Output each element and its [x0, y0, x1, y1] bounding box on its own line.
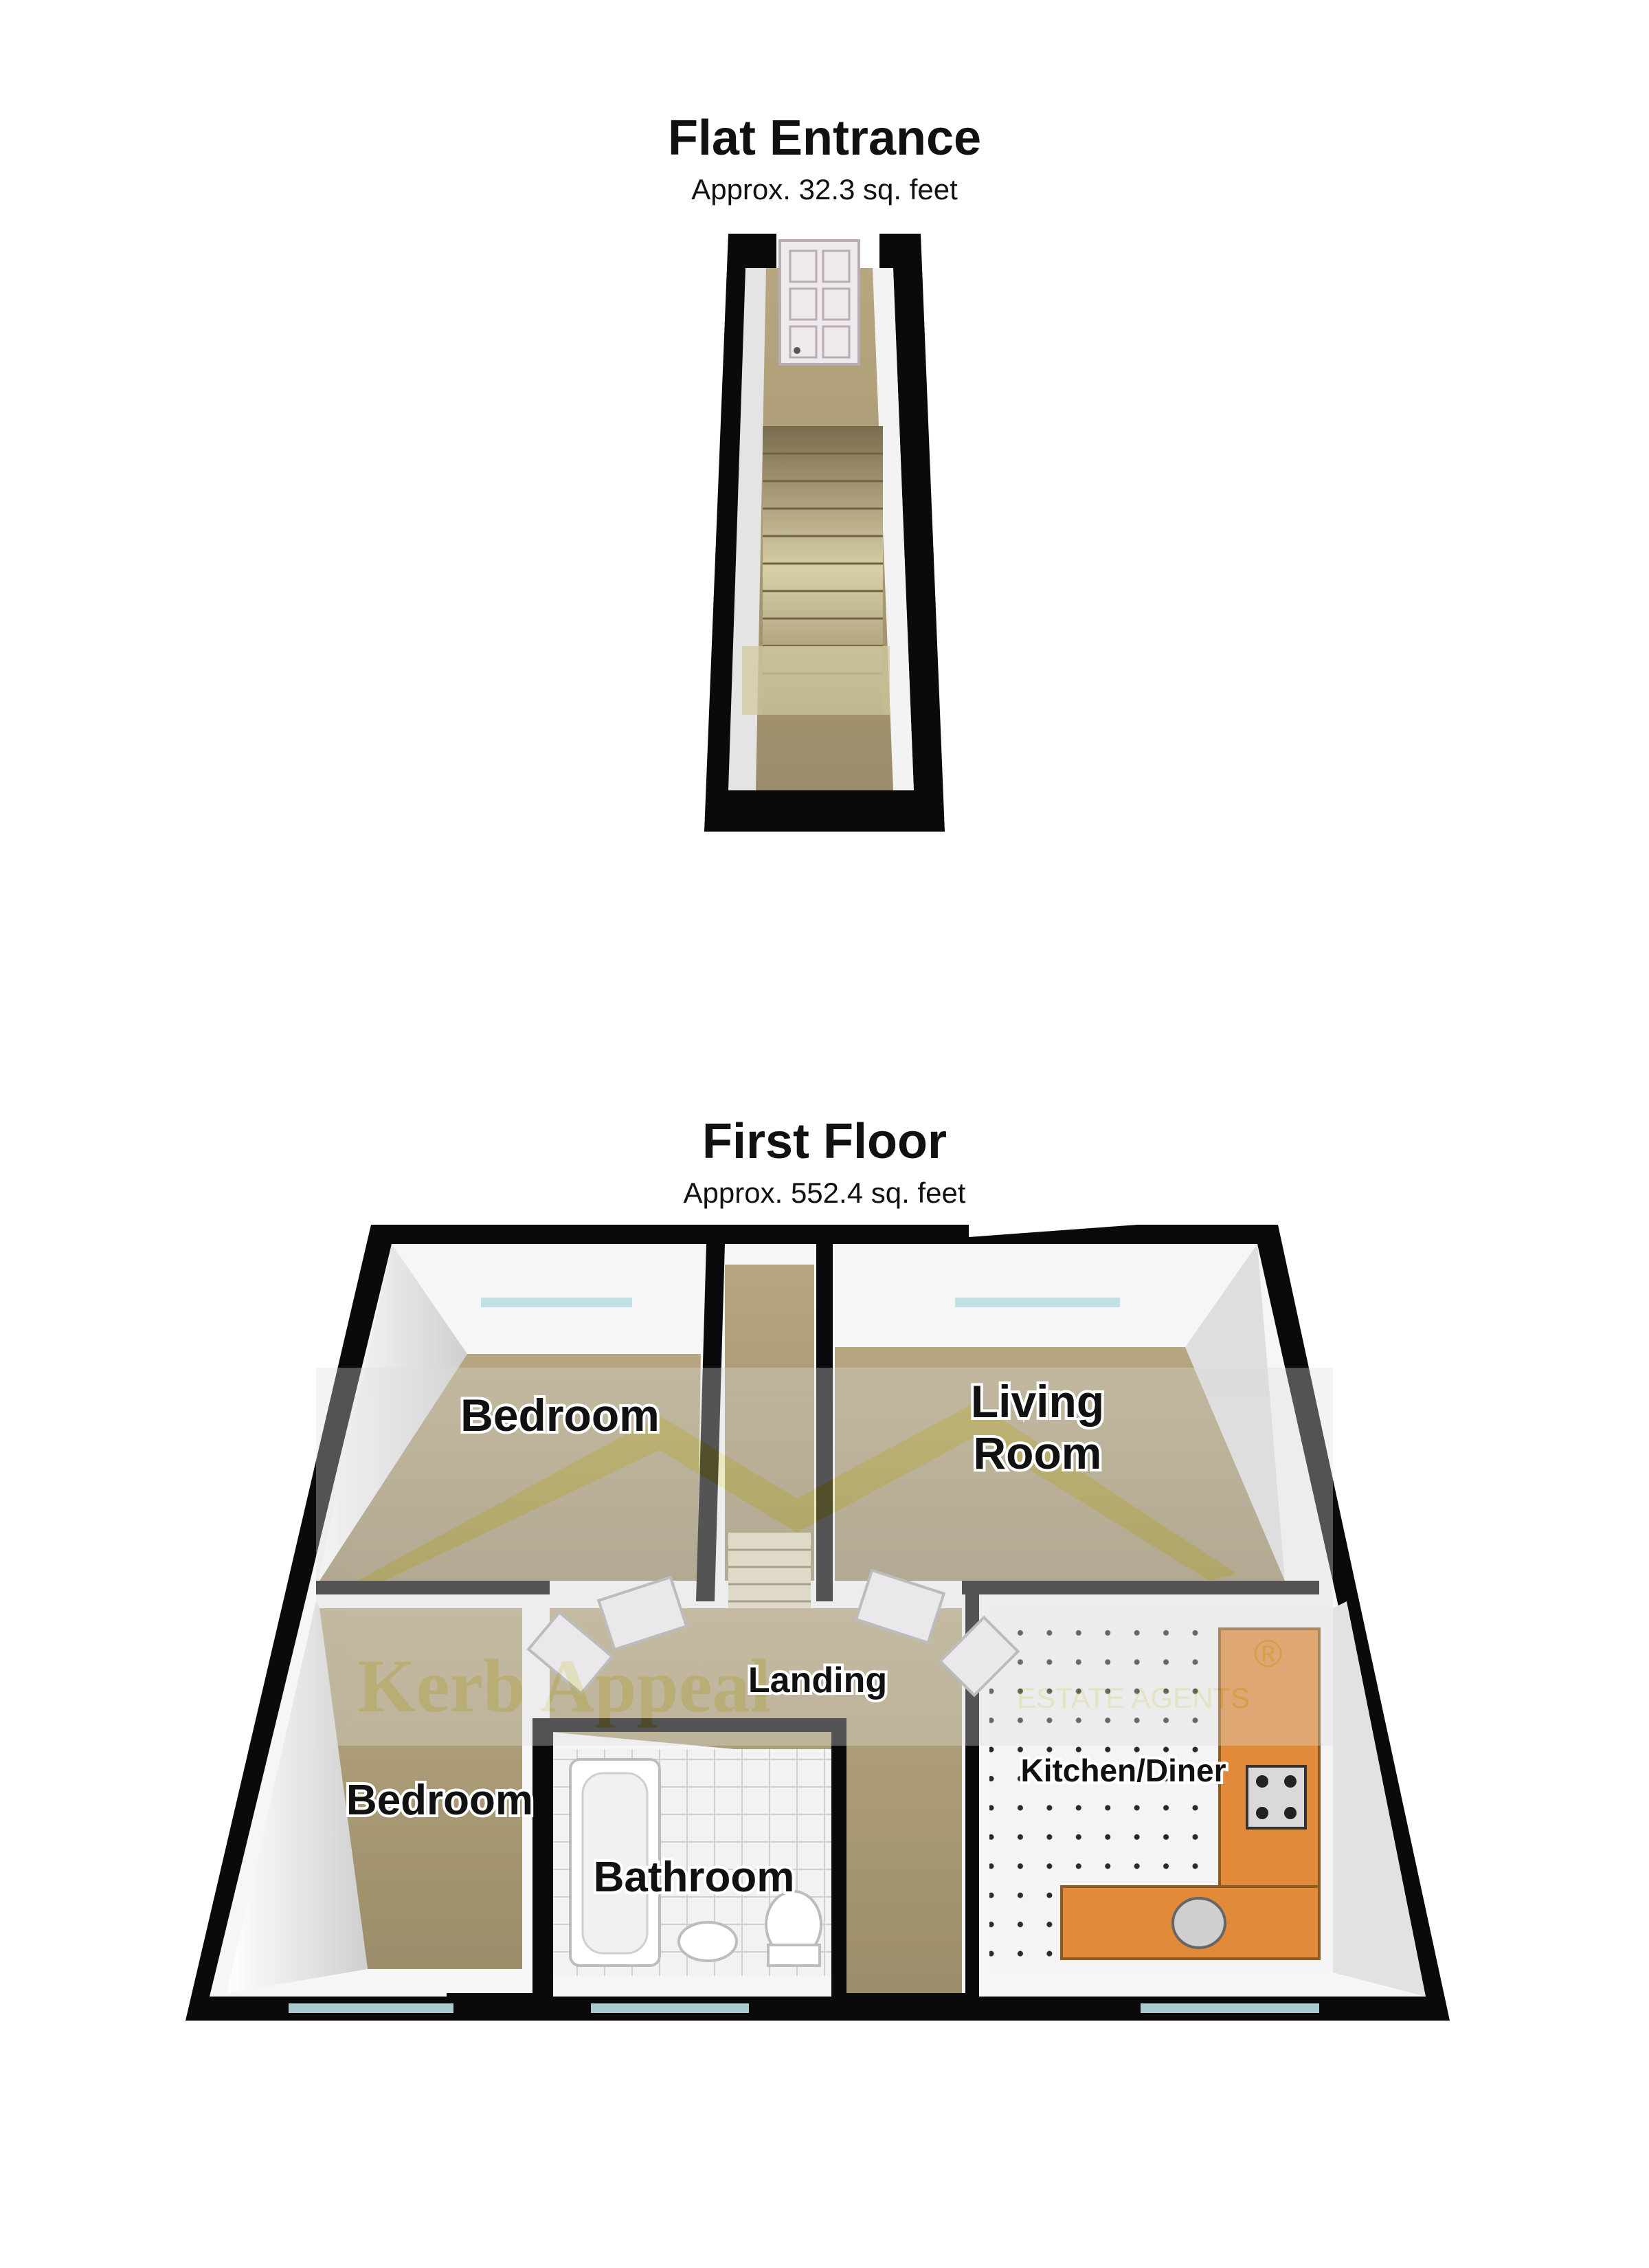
label-bedroom-top: Bedroom: [460, 1390, 660, 1441]
watermark-mark: ®: [1254, 1632, 1282, 1675]
first-floor-area: Approx. 552.4 sq. feet: [683, 1177, 966, 1209]
landing-floor: [550, 1608, 962, 1993]
watermark-band: [316, 1368, 1333, 1746]
kitchen-sink: [1171, 1897, 1226, 1949]
toilet-cistern: [767, 1944, 821, 1967]
entrance-right-wall-face: [873, 268, 914, 790]
first-floor-plan: Kerb Appeal ESTATE AGENTS ® Bedroom Livi…: [186, 1225, 1450, 2021]
label-bedroom-bottom: Bedroom: [346, 1777, 533, 1824]
windows: [289, 1298, 1319, 2013]
label-kitchen-diner: Kitchen/Diner: [1020, 1753, 1226, 1788]
corridor-floor: [725, 1265, 814, 1581]
living-room-right-wall: [1185, 1244, 1285, 1581]
entrance-door: [778, 239, 860, 366]
flat-entrance-title: Flat Entrance: [667, 111, 982, 166]
bedroom-top-floor: [319, 1354, 701, 1581]
hob: [1246, 1765, 1307, 1830]
stair-landing-step: [742, 646, 890, 715]
hob-burners: [1256, 1775, 1297, 1819]
watermark-roof-icon: [357, 1402, 1237, 1581]
partition-walls: [316, 1244, 1319, 2014]
entrance-door-panels: [789, 249, 851, 359]
first-floor-title: First Floor: [702, 1114, 947, 1169]
doors: [526, 1568, 1020, 1698]
basin: [677, 1921, 738, 1962]
flat-entrance-plan: [704, 234, 945, 832]
watermark-tagline: ESTATE AGENTS: [1017, 1682, 1250, 1714]
label-bathroom: Bathroom: [594, 1854, 795, 1901]
watermark-brand: Kerb Appeal: [357, 1644, 771, 1728]
bedroom-bottom-floor: [319, 1608, 522, 1969]
label-living-room-line2: Room: [974, 1427, 1102, 1478]
label-landing: Landing: [748, 1660, 887, 1700]
watermark: Kerb Appeal ESTATE AGENTS ®: [316, 1368, 1333, 1746]
bedroom-bottom-left-wall: [227, 1601, 368, 1993]
door-handle-icon: [794, 347, 800, 354]
living-room-floor: [835, 1347, 1285, 1581]
label-living-room-line1: Living: [971, 1376, 1104, 1427]
corridor-stair-treads: [728, 1548, 811, 1603]
bathtub-inner: [581, 1772, 649, 1955]
bedroom-top-left-wall: [319, 1244, 467, 1581]
kitchen-right-wall: [1333, 1601, 1426, 1997]
flat-entrance-area: Approx. 32.3 sq. feet: [691, 173, 958, 205]
